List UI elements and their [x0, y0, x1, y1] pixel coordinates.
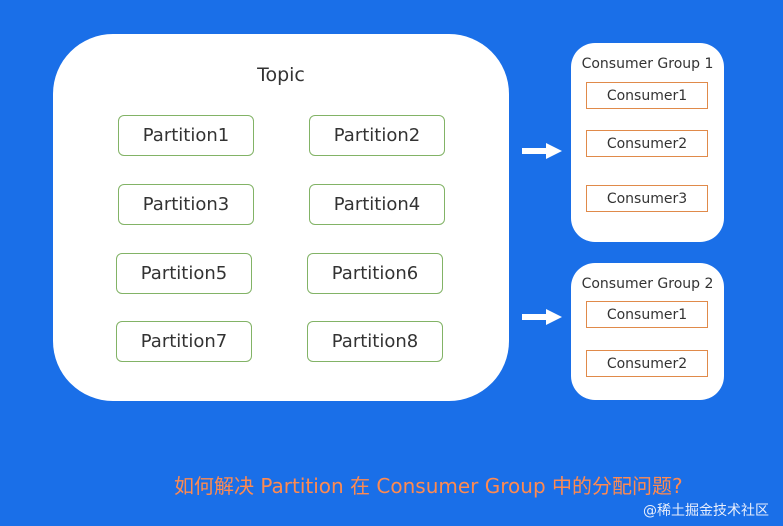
partition-7: Partition7 [116, 321, 252, 362]
group-1-consumer-3: Consumer3 [586, 185, 708, 212]
consumer-group-1-title: Consumer Group 1 [581, 56, 714, 72]
partition-2: Partition2 [309, 115, 445, 156]
partition-6: Partition6 [307, 253, 443, 294]
partition-8: Partition8 [307, 321, 443, 362]
topic-title: Topic [257, 64, 305, 86]
watermark: @稀土掘金技术社区 [643, 503, 769, 519]
question-caption: 如何解决 Partition 在 Consumer Group 中的分配问题? [174, 474, 683, 498]
group-2-consumer-1: Consumer1 [586, 301, 708, 328]
consumer-group-2: Consumer Group 2 Consumer1 Consumer2 [571, 263, 724, 400]
consumer-group-2-title: Consumer Group 2 [581, 276, 714, 292]
topic-box: Topic Partition1 Partition2 Partition3 P… [53, 34, 509, 401]
arrow-right-icon [522, 143, 562, 159]
group-2-consumer-2: Consumer2 [586, 350, 708, 377]
partition-3: Partition3 [118, 184, 254, 225]
partition-1: Partition1 [118, 115, 254, 156]
group-1-consumer-1: Consumer1 [586, 82, 708, 109]
partition-5: Partition5 [116, 253, 252, 294]
partition-4: Partition4 [309, 184, 445, 225]
arrow-right-icon [522, 309, 562, 325]
group-1-consumer-2: Consumer2 [586, 130, 708, 157]
consumer-group-1: Consumer Group 1 Consumer1 Consumer2 Con… [571, 43, 724, 242]
